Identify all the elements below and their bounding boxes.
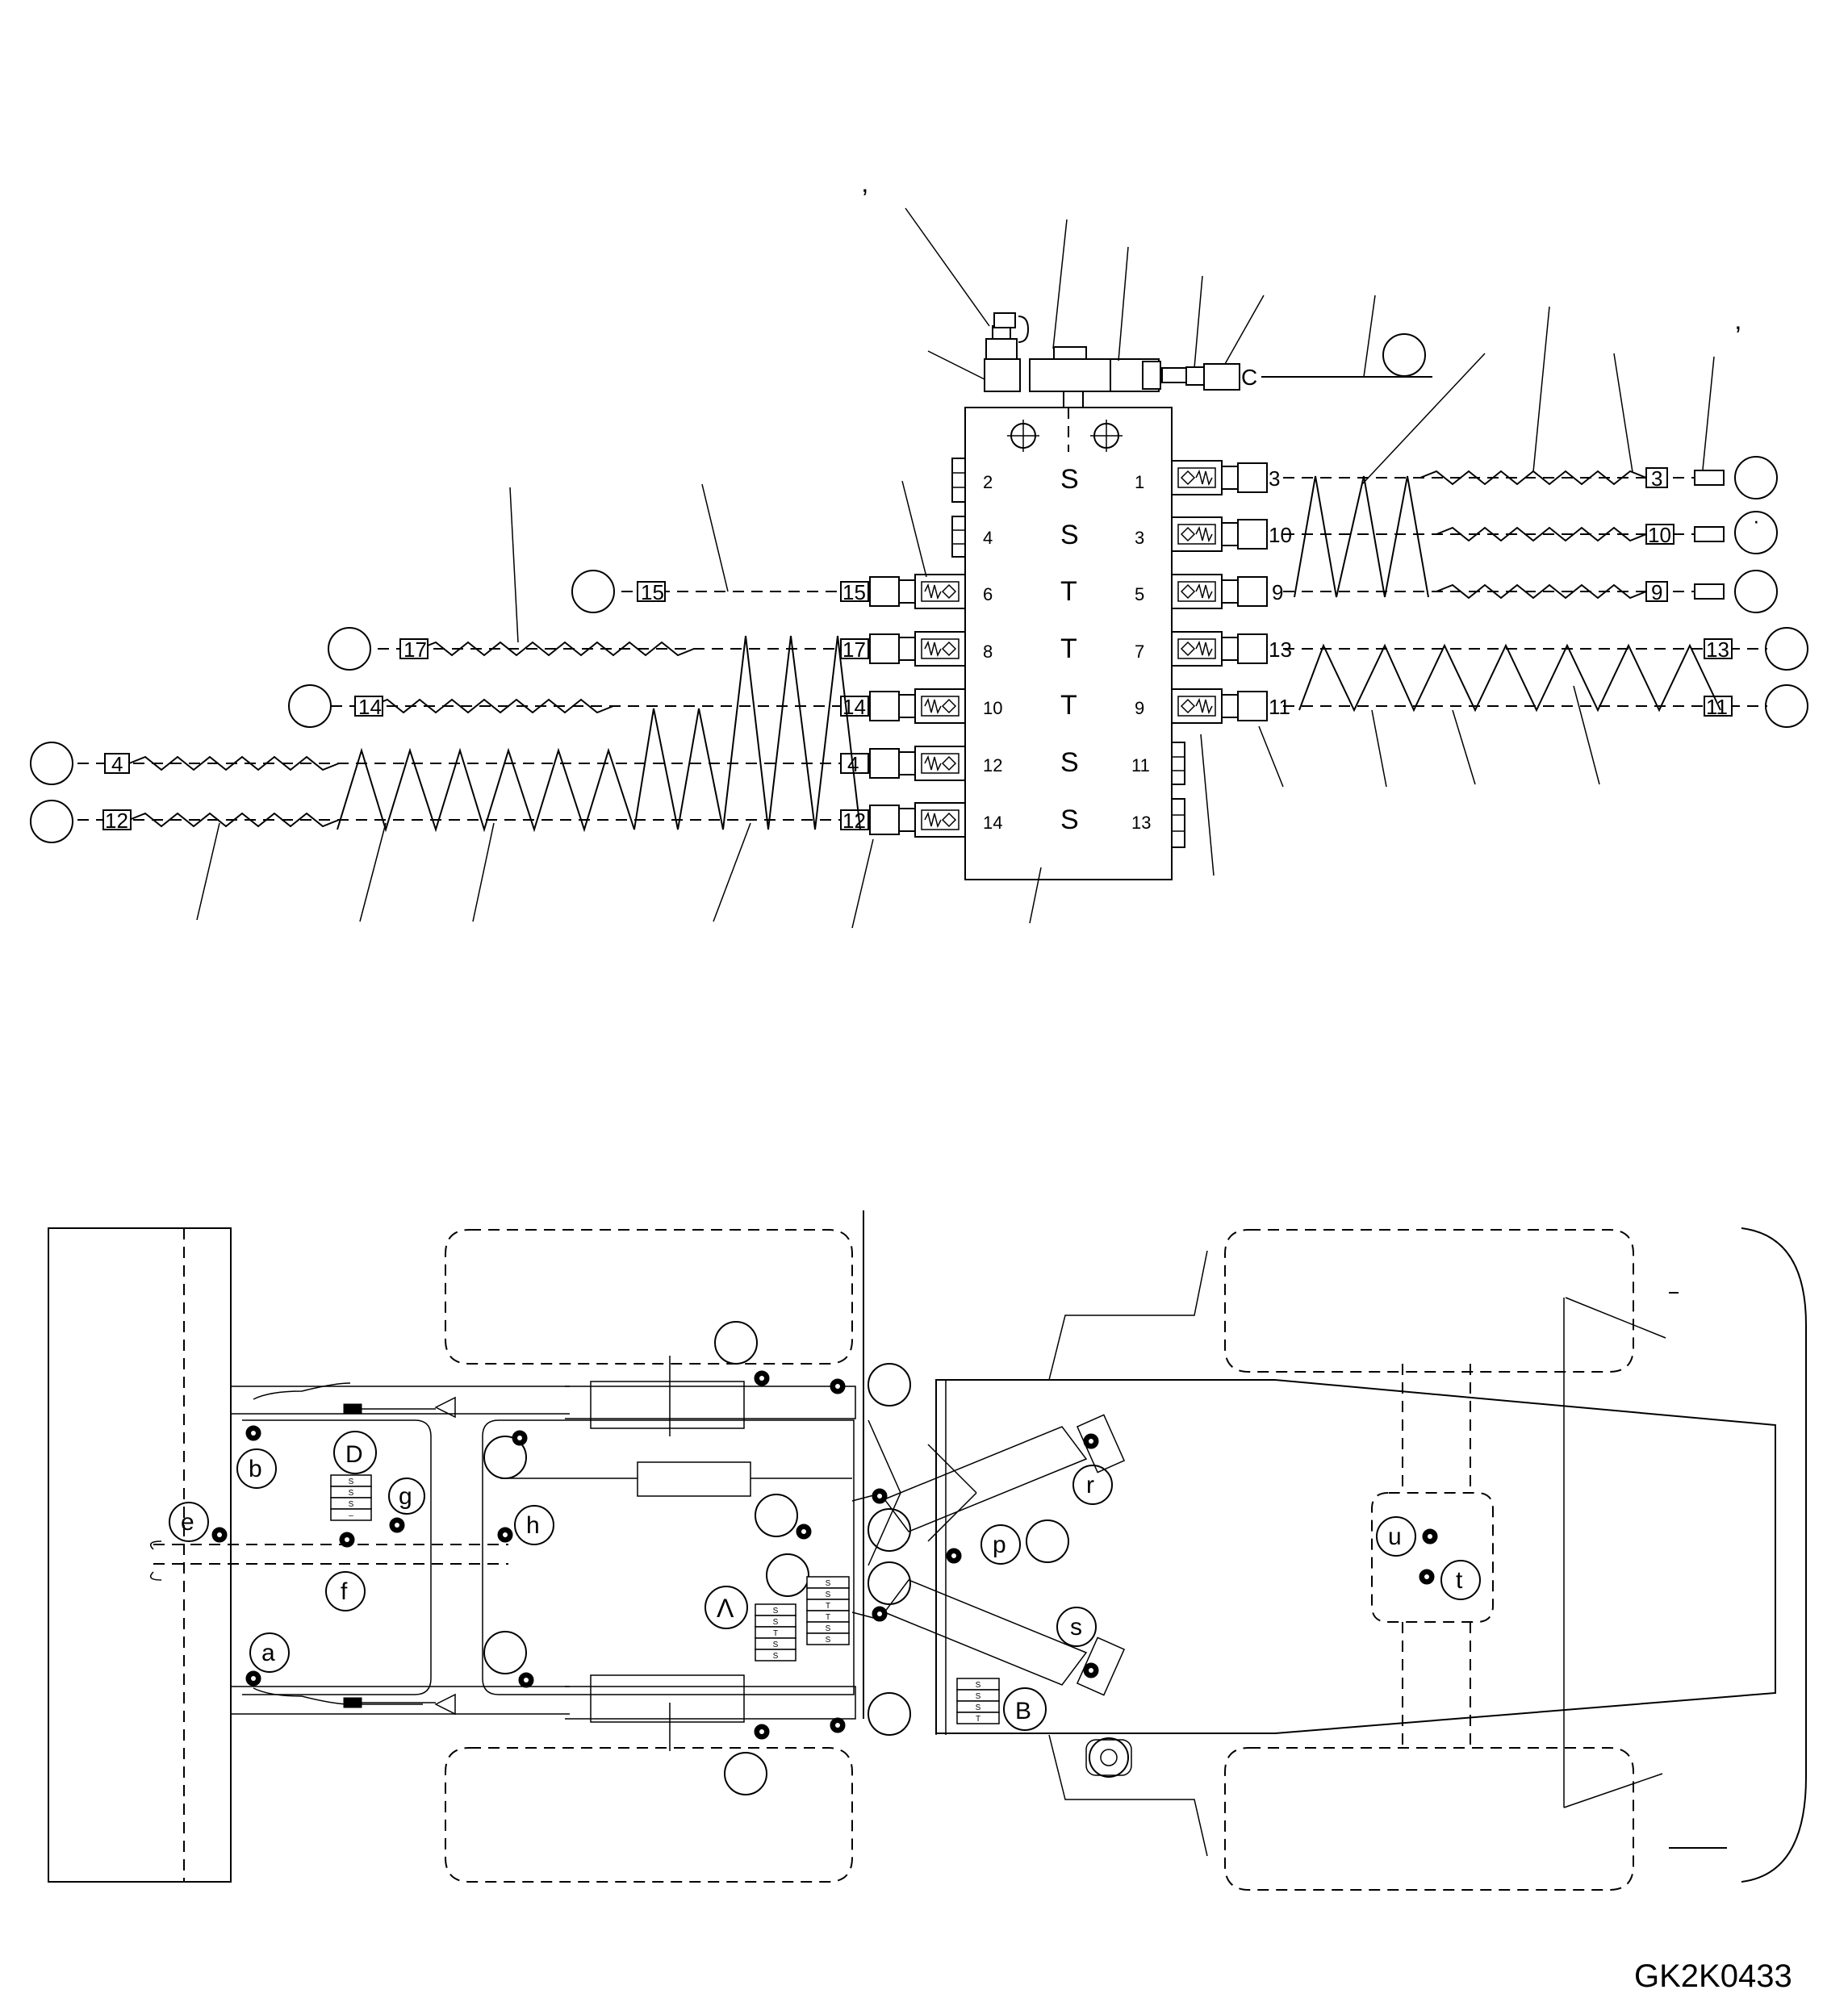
stack-A1-cell	[755, 1649, 796, 1662]
drawing-code: GK2K0433	[1634, 1958, 1792, 1994]
stack-A2-letter: S	[826, 1590, 831, 1599]
stack-D-letter: S	[349, 1478, 354, 1486]
stack-B-letter: T	[976, 1715, 980, 1724]
stack-D-letter: S	[349, 1489, 354, 1498]
stack-B-cell	[956, 1712, 1000, 1724]
empty-callouts	[483, 1321, 1069, 1795]
callout-B: B	[1015, 1698, 1031, 1724]
port-7-label: 7	[1135, 642, 1144, 662]
callout-b: b	[249, 1456, 262, 1482]
hose-tag-15a: 15	[641, 580, 664, 604]
port-1-label: 1	[1135, 472, 1144, 492]
section-letter-6: S	[1060, 747, 1079, 778]
callout-u: u	[1388, 1524, 1402, 1550]
hose-tag-15b: 15	[842, 580, 866, 604]
fittings-bolts	[211, 1370, 1438, 1740]
hose-tag-12a: 12	[105, 809, 128, 833]
callout-A: Λ	[717, 1594, 734, 1623]
section-letter-2: S	[1060, 520, 1079, 550]
stack-D-letter: –	[349, 1511, 353, 1520]
hose-tag-4a: 4	[111, 752, 123, 776]
port-13-label: 13	[1131, 813, 1151, 833]
stack-A1-letter: T	[773, 1629, 778, 1638]
hose-tag-17a: 17	[403, 637, 427, 662]
section-letter-3: T	[1060, 576, 1077, 607]
section-letter-1: S	[1060, 464, 1079, 495]
port-14-label: 14	[983, 813, 1002, 833]
port-2-label: 2	[983, 472, 993, 492]
port-9-label: 9	[1135, 698, 1144, 718]
hose-tag-13a: 13	[1269, 637, 1292, 662]
port-11-label: 11	[1131, 755, 1150, 775]
stack-A1-letter: S	[773, 1618, 779, 1627]
stack-A2-cell	[806, 1632, 850, 1645]
hose-tag-3a: 3	[1269, 466, 1280, 491]
apostrophe-mark-2: ’	[1735, 321, 1741, 352]
left-hoses	[30, 480, 1042, 929]
callout-s: s	[1070, 1614, 1082, 1641]
callout-f: f	[341, 1578, 348, 1605]
callout-D: D	[345, 1441, 363, 1468]
hose-tag-10b: 10	[1648, 523, 1671, 547]
stack-A1-letter: S	[773, 1607, 779, 1616]
callout-a: a	[261, 1640, 275, 1666]
stack-B-letter: S	[976, 1703, 981, 1712]
hose-tag-10a: 10	[1269, 523, 1292, 547]
hose-tag-14b: 14	[842, 695, 866, 719]
stack-A2-letter: S	[826, 1624, 831, 1633]
right-hoses	[1200, 456, 1808, 876]
port-5-label: 5	[1135, 584, 1144, 604]
stack-A1-letter: S	[773, 1641, 779, 1649]
port-6-label: 6	[983, 584, 993, 604]
hose-tag-9a: 9	[1272, 580, 1283, 604]
chassis-plan-view	[48, 1210, 1807, 1891]
stack-A2-letter: T	[826, 1602, 830, 1611]
control-valve-block: 2 4 6 8 10 12 14 1 3 5 7 9 11 13 S S T T…	[951, 407, 1185, 880]
section-letter-7: S	[1060, 805, 1079, 835]
callout-r: r	[1086, 1472, 1094, 1498]
hose-tag-3b: 3	[1651, 466, 1662, 491]
port-8-label: 8	[983, 642, 993, 662]
callout-h: h	[526, 1512, 540, 1539]
stack-D-letter: S	[349, 1500, 354, 1509]
top-leader-lines	[905, 207, 1715, 485]
stack-B-letter: S	[976, 1681, 981, 1690]
apostrophe-mark-1: ’	[862, 184, 868, 215]
section-letter-5: T	[1060, 690, 1077, 721]
callout-p: p	[993, 1532, 1006, 1558]
port-4-label: 4	[983, 528, 993, 548]
hose-tag-12b: 12	[842, 809, 866, 833]
stack-A2-letter: S	[826, 1636, 831, 1645]
hose-tag-17b: 17	[842, 637, 866, 662]
hose-tag-4b: 4	[847, 752, 859, 776]
callout-dot: ·	[1753, 508, 1760, 533]
stack-D-cell	[330, 1508, 372, 1521]
stack-A1-letter: S	[773, 1652, 779, 1661]
callout-t: t	[1456, 1567, 1463, 1594]
hose-tag-9b: 9	[1651, 580, 1662, 604]
hose-tag-14a: 14	[358, 695, 382, 719]
top-fittings: C	[984, 312, 1432, 408]
port-12-label: 12	[983, 755, 1002, 775]
section-letter-4: T	[1060, 633, 1077, 664]
hose-tag-11b: 11	[1706, 695, 1728, 719]
stack-A2-letter: S	[826, 1579, 831, 1588]
stack-A2-letter: T	[826, 1613, 830, 1622]
callout-g: g	[399, 1483, 412, 1510]
callout-circle-top	[1382, 333, 1426, 377]
hose-tag-11a: 11	[1269, 695, 1290, 719]
fitting-c-label: C	[1241, 365, 1257, 390]
port-3-label: 3	[1135, 528, 1144, 548]
lettered-callouts: a b e f g h p r s u t Λ B D	[169, 1431, 1481, 1731]
callout-e: e	[181, 1509, 194, 1536]
port-10-label: 10	[983, 698, 1002, 718]
hose-tag-13b: 13	[1706, 637, 1729, 662]
stack-B-letter: S	[976, 1692, 981, 1701]
